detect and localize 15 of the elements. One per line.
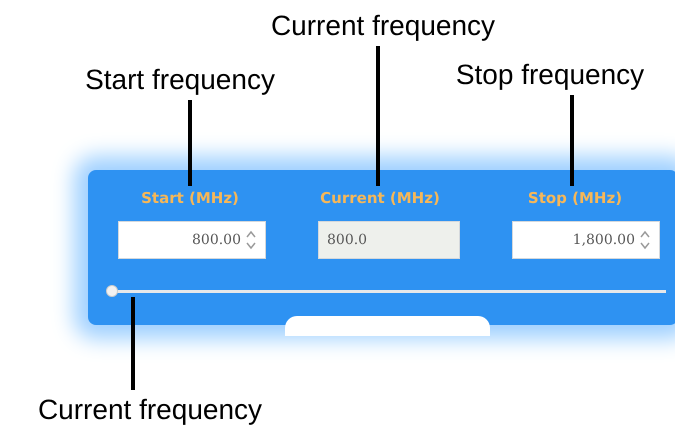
- field-label: Stop (MHz): [528, 188, 622, 209]
- number-spinbox: 800.00: [118, 221, 266, 259]
- slider-track: [106, 285, 666, 297]
- callout-label: Current frequency: [270, 12, 496, 40]
- readonly-field: 800.0: [318, 221, 460, 259]
- callout-label: Start frequency: [85, 66, 275, 94]
- callout-label: Stop frequency: [456, 61, 644, 89]
- leader-line: [570, 95, 574, 186]
- field-label: Start (MHz): [141, 188, 239, 209]
- field-label: Current (MHz): [320, 188, 440, 209]
- leader-line: [131, 297, 135, 390]
- leader-line: [376, 46, 380, 186]
- callout-label: Current frequency: [38, 396, 262, 424]
- leader-line: [188, 100, 192, 186]
- number-spinbox: 1,800.00: [512, 221, 660, 259]
